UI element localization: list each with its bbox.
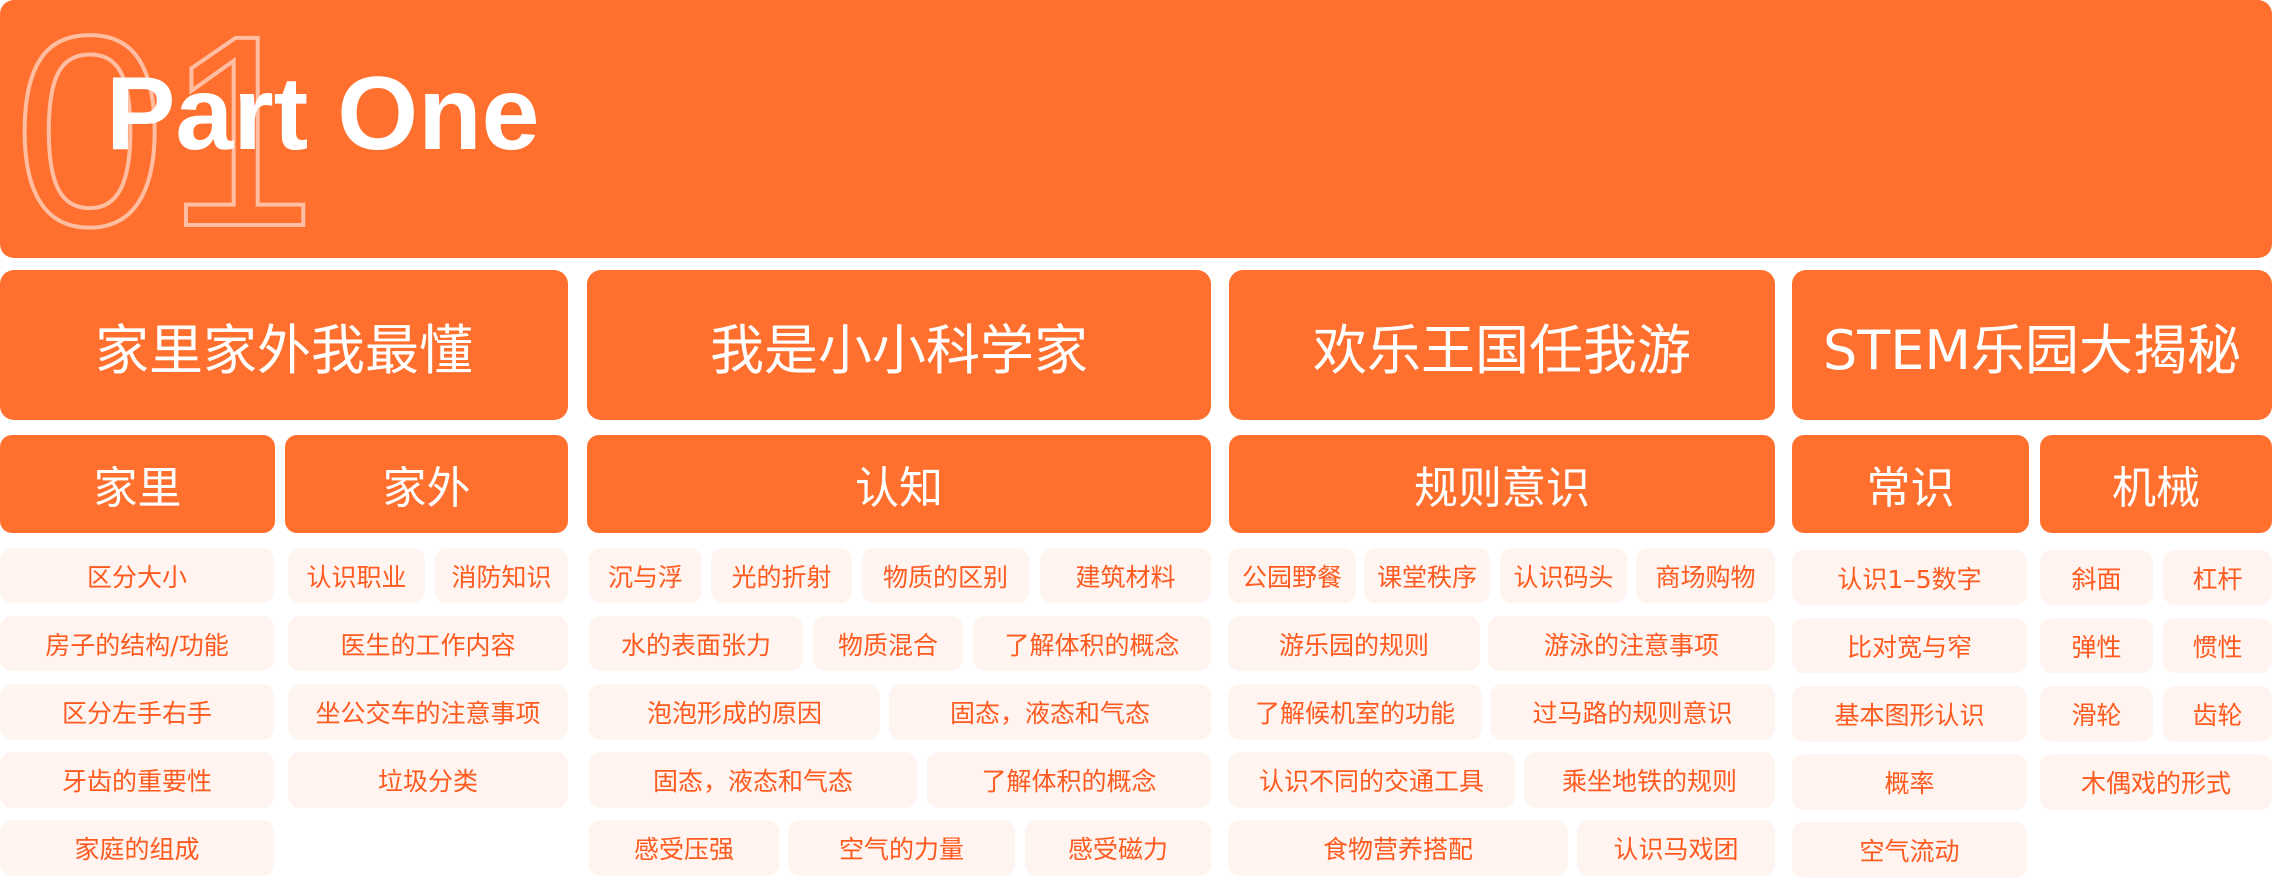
topic-item: 消防知识 (435, 548, 568, 603)
category-header: 我是小小科学家 (587, 270, 1211, 420)
topic-item: 比对宽与窄 (1792, 618, 2027, 673)
topic-item: 认识职业 (288, 548, 425, 603)
topic-item: 家庭的组成 (0, 820, 274, 876)
topic-item: 杠杆 (2163, 550, 2272, 605)
topic-item: 固态，液态和气态 (589, 752, 917, 808)
topic-item: 课堂秩序 (1364, 548, 1490, 603)
topic-item: 感受压强 (589, 820, 779, 876)
category-header: STEM乐园大揭秘 (1792, 270, 2272, 420)
category-header: 欢乐王国任我游 (1229, 270, 1775, 420)
topic-item: 食物营养搭配 (1228, 820, 1568, 876)
topic-item: 建筑材料 (1040, 548, 1211, 603)
topic-item: 了解体积的概念 (973, 616, 1211, 671)
topic-item: 医生的工作内容 (288, 616, 568, 671)
topic-item: 垃圾分类 (288, 752, 568, 808)
topic-item: 滑轮 (2040, 686, 2153, 742)
topic-item: 乘坐地铁的规则 (1524, 752, 1775, 808)
topic-item: 弹性 (2040, 618, 2153, 673)
topic-item: 惯性 (2163, 618, 2272, 673)
topic-item: 木偶戏的形式 (2040, 754, 2272, 810)
topic-item: 齿轮 (2163, 686, 2272, 742)
topic-item: 了解候机室的功能 (1228, 684, 1482, 740)
topic-item: 感受磁力 (1025, 820, 1211, 876)
topic-item: 空气流动 (1792, 822, 2027, 878)
topic-item: 认识码头 (1500, 548, 1627, 603)
part-header-banner: 01 Part One (0, 0, 2272, 258)
topic-item: 物质的区别 (862, 548, 1029, 603)
topic-item: 斜面 (2040, 550, 2153, 605)
topic-item: 光的折射 (711, 548, 852, 603)
topic-item: 区分大小 (0, 548, 274, 603)
topic-item: 物质混合 (813, 616, 963, 671)
topic-item: 游乐园的规则 (1228, 616, 1480, 671)
topic-item: 泡泡形成的原因 (589, 684, 880, 740)
section-number-outline: 01 (12, 0, 319, 258)
topic-item: 水的表面张力 (589, 616, 803, 671)
subcategory-header: 机械 (2040, 435, 2272, 533)
subcategory-header: 认知 (587, 435, 1211, 533)
category-header: 家里家外我最懂 (0, 270, 568, 420)
topic-item: 认识1–5数字 (1792, 550, 2027, 605)
topic-item: 认识不同的交通工具 (1228, 752, 1515, 808)
topic-item: 概率 (1792, 754, 2027, 810)
topic-item: 公园野餐 (1228, 548, 1356, 603)
topic-item: 牙齿的重要性 (0, 752, 274, 808)
part-title: Part One (106, 56, 540, 172)
topic-item: 基本图形认识 (1792, 686, 2027, 742)
topic-item: 区分左手右手 (0, 684, 274, 740)
topic-item: 沉与浮 (589, 548, 702, 603)
topic-item: 游泳的注意事项 (1488, 616, 1775, 671)
topic-item: 过马路的规则意识 (1490, 684, 1775, 740)
topic-item: 房子的结构/功能 (0, 616, 274, 671)
subcategory-header: 家里 (0, 435, 275, 533)
topic-item: 了解体积的概念 (927, 752, 1211, 808)
section-number: 01 (14, 0, 317, 258)
topic-item: 坐公交车的注意事项 (288, 684, 568, 740)
subcategory-header: 常识 (1792, 435, 2029, 533)
subcategory-header: 规则意识 (1229, 435, 1775, 533)
topic-item: 固态，液态和气态 (889, 684, 1211, 740)
topic-item: 空气的力量 (788, 820, 1015, 876)
subcategory-header: 家外 (285, 435, 568, 533)
topic-item: 认识马戏团 (1577, 820, 1775, 876)
topic-item: 商场购物 (1636, 548, 1775, 603)
